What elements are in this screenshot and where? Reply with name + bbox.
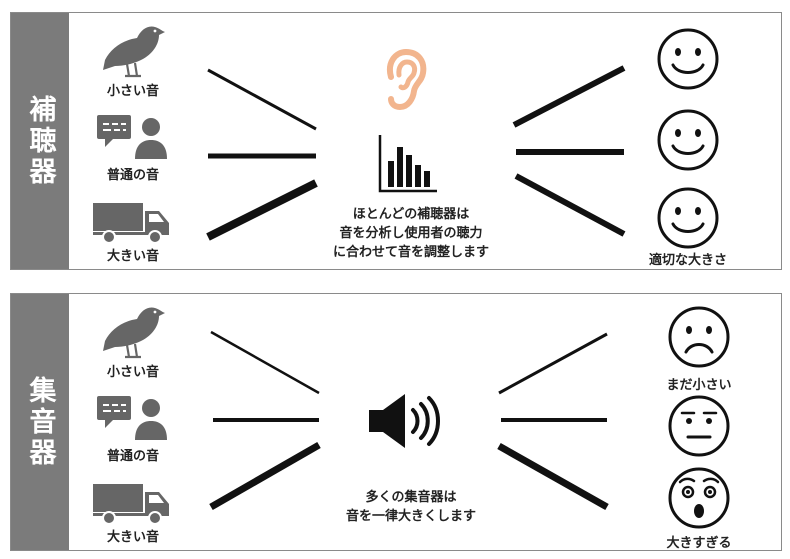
hearing-aid-title: 補聴器 xyxy=(24,94,56,188)
hearing-aid-description: ほとんどの補聴器は 音を分析し使用者の聴力 に合わせて音を調整します xyxy=(332,207,489,260)
speaker-icon xyxy=(369,394,440,448)
appropriate-volume-label: 適切な大きさ xyxy=(648,253,727,268)
hearing-aid-sidebar: 補聴器 xyxy=(11,13,69,269)
sound-collector-title: 集音器 xyxy=(24,375,56,469)
person-speaking-icon xyxy=(97,396,167,440)
quiet-sound-label: 小さい音 xyxy=(106,365,159,380)
truck-icon xyxy=(93,484,169,525)
hearing-aid-lines xyxy=(206,65,626,241)
happy-face-icon xyxy=(657,109,719,171)
person-speaking-icon xyxy=(97,115,167,159)
quiet-sound-label: 小さい音 xyxy=(106,84,159,99)
bar-chart-icon xyxy=(378,135,437,193)
loud-sound-label: 大きい音 xyxy=(106,530,159,545)
too-loud-label: 大きすぎる xyxy=(666,536,732,551)
bird-icon xyxy=(103,307,165,359)
loud-sound-label: 大きい音 xyxy=(106,249,159,264)
sound-collector-description: 多くの集音器は 音を一律大きくします xyxy=(345,490,476,524)
happy-face-icon xyxy=(657,187,719,249)
bird-icon xyxy=(103,26,165,78)
happy-face-icon xyxy=(657,28,719,90)
sound-collector-lines xyxy=(209,330,609,511)
truck-icon xyxy=(93,203,169,244)
sound-collector-sidebar: 集音器 xyxy=(11,294,69,550)
still-quiet-label: まだ小さい xyxy=(666,378,732,393)
sound-collector-panel: 集音器 小さい音 普通の音 大きい音 多くの集音器は 音を一律大きくします xyxy=(10,293,782,551)
sad-face-icon xyxy=(668,306,730,368)
hearing-aid-panel: 補聴器 小さい音 普通の音 大きい音 ほとんど xyxy=(10,12,782,270)
surprised-face-icon xyxy=(668,467,730,529)
neutral-face-icon xyxy=(668,395,730,457)
normal-sound-label: 普通の音 xyxy=(106,449,159,464)
ear-icon xyxy=(387,49,427,111)
normal-sound-label: 普通の音 xyxy=(106,168,159,183)
